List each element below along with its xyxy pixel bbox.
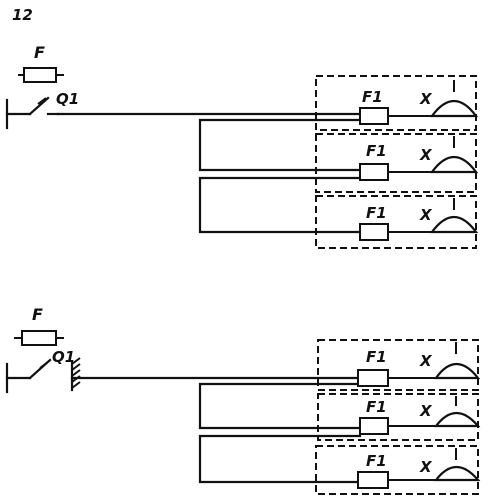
switch-label: Q1 bbox=[56, 90, 79, 108]
socket-label: X bbox=[419, 206, 433, 224]
unit-fuse-label: F1 bbox=[366, 452, 387, 470]
bus-wiring bbox=[70, 376, 362, 484]
outlet-unit: F1 X bbox=[317, 339, 481, 391]
unit-fuse-label: F1 bbox=[366, 142, 387, 160]
unit-fuse-label: F1 bbox=[362, 88, 383, 106]
outlet-unit: F1 X bbox=[315, 133, 479, 193]
switch-label: Q1 bbox=[52, 348, 75, 366]
outlet-unit: F1 X bbox=[315, 75, 479, 131]
top-circuit: F Q1 F1 X bbox=[5, 43, 479, 249]
switch-symbol bbox=[28, 96, 60, 116]
figure-number: 12 bbox=[12, 6, 33, 24]
bottom-circuit: F Q1 bbox=[5, 305, 481, 495]
outlet-unit: F1 X bbox=[315, 195, 479, 249]
main-fuse-label: F bbox=[32, 305, 43, 324]
main-fuse-symbol bbox=[18, 67, 64, 83]
socket-label: X bbox=[419, 458, 433, 476]
unit-fuse-label: F1 bbox=[366, 204, 387, 222]
socket-label: X bbox=[419, 352, 433, 370]
socket-label: X bbox=[419, 146, 433, 164]
outlet-unit: F1 X bbox=[317, 393, 481, 441]
bus-wiring bbox=[56, 112, 362, 234]
ground-symbol bbox=[5, 98, 32, 130]
main-fuse-symbol bbox=[14, 330, 64, 346]
unit-fuse-label: F1 bbox=[366, 348, 387, 366]
outlet-unit: F1 X bbox=[315, 445, 481, 495]
unit-fuse-label: F1 bbox=[366, 398, 387, 416]
socket-label: X bbox=[419, 402, 433, 420]
main-fuse-label: F bbox=[34, 43, 45, 62]
socket-label: X bbox=[419, 90, 433, 108]
ground-symbol bbox=[5, 362, 32, 394]
